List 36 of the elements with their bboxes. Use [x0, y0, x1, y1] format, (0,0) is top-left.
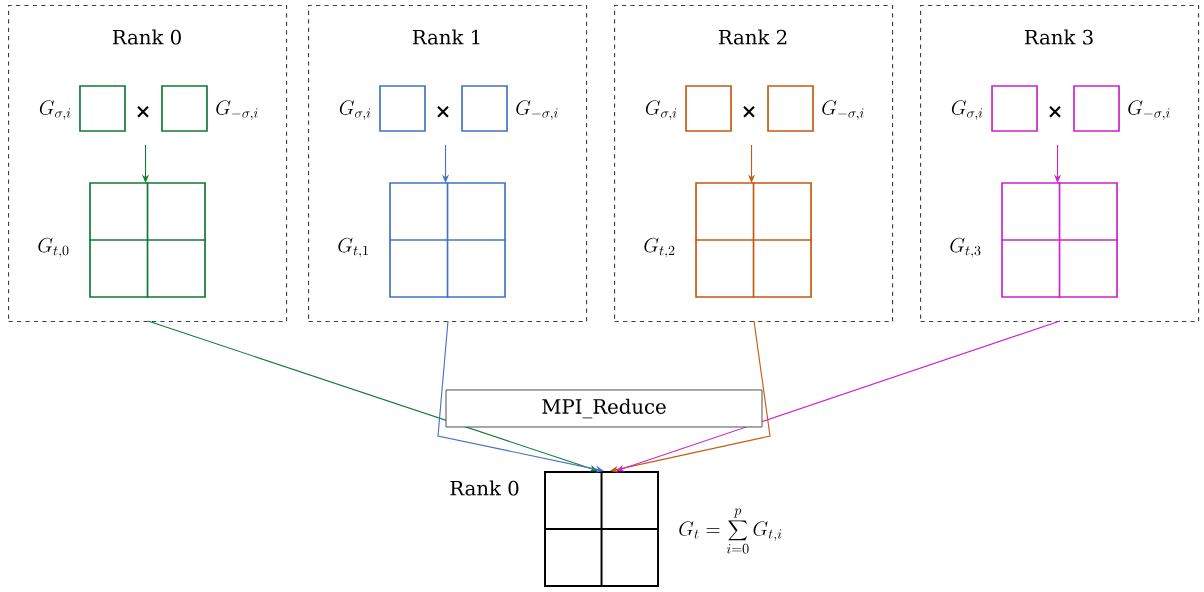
matrix-block: [161, 85, 208, 132]
matrix-block: [79, 85, 126, 132]
matrix-label: $G_{\sigma,i}$: [951, 100, 983, 121]
matrix-block: [1073, 85, 1120, 132]
times-sign: ×: [1049, 106, 1061, 118]
matrix-label: $G_{-\sigma,i}$: [216, 100, 258, 121]
grid-matrix: [543, 470, 660, 588]
matrix-label: $G_{t,2}$: [644, 237, 675, 258]
matrix-block: [767, 85, 814, 132]
process-box: MPI_Reduce: [445, 389, 763, 428]
matrix-label: $G_{\sigma,i}$: [39, 100, 71, 121]
matrix-block: [379, 85, 426, 132]
matrix-label: $G_{\sigma,i}$: [645, 100, 677, 121]
rank-label: Rank 0: [450, 480, 519, 496]
grid-matrix: [388, 181, 507, 299]
matrix-block: [991, 85, 1038, 132]
sum-formula: $G_t = \sum_{i=0}^{p} G_{t,i}$: [679, 508, 782, 554]
matrix-label: $G_{t,1}$: [338, 237, 368, 258]
arrow: [437, 320, 604, 473]
times-sign: ×: [137, 106, 149, 118]
matrix-label: $G_{t,0}$: [38, 237, 69, 258]
arrow: [610, 320, 771, 473]
grid-matrix: [694, 181, 813, 299]
matrix-label: $G_{-\sigma,i}$: [1128, 100, 1170, 121]
arrow: [616, 320, 1061, 472]
arrow: [147, 320, 598, 472]
matrix-label: $G_{-\sigma,i}$: [516, 100, 558, 121]
matrix-label: $G_{\sigma,i}$: [339, 100, 371, 121]
matrix-label: $G_{-\sigma,i}$: [822, 100, 864, 121]
times-sign: ×: [743, 106, 755, 118]
matrix-block: [685, 85, 732, 132]
times-sign: ×: [437, 106, 449, 118]
grid-matrix: [1000, 181, 1119, 299]
matrix-label: $G_{t,3}$: [950, 237, 981, 258]
grid-matrix: [88, 181, 207, 299]
matrix-block: [461, 85, 508, 132]
